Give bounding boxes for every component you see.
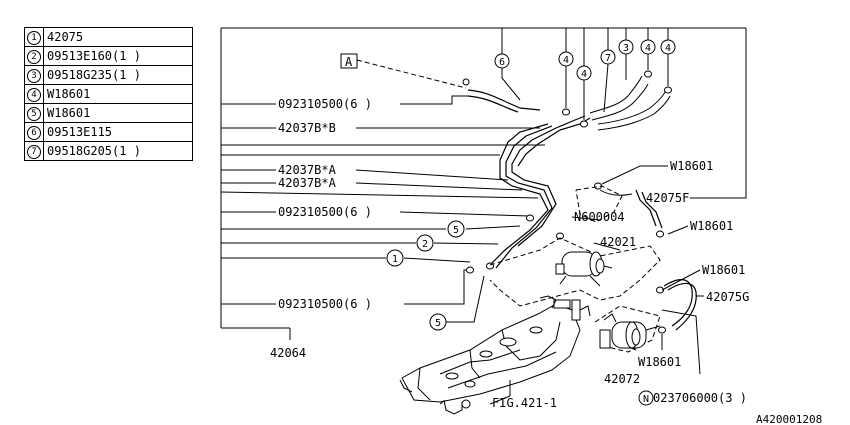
callout-a-leader	[356, 59, 467, 89]
label-w18601-d: W18601	[638, 355, 681, 369]
fuel-pump-42021	[555, 251, 613, 287]
fuel-tank-42064	[399, 299, 591, 415]
fuel-filter-42072	[599, 321, 661, 349]
callout-7-label: 7	[605, 53, 611, 64]
callout-circle-3	[618, 39, 634, 55]
legend-index-circle: 4	[27, 88, 41, 102]
mounting-bracket	[539, 295, 617, 323]
callout-circle-5a	[447, 220, 465, 238]
label-023706000: 023706000(3 )	[653, 391, 747, 405]
label-n600004: N600004	[574, 210, 625, 224]
right-leader-lines	[571, 165, 704, 375]
callout-circle-2	[416, 234, 434, 252]
label-w18601-a: W18601	[670, 159, 713, 173]
label-092310500-c: 092310500(6 )	[278, 297, 372, 311]
callout-circle-4d	[660, 39, 676, 55]
label-fig-421-1: FIG.421-1	[492, 396, 557, 410]
legend-index-cell: 3	[24, 65, 44, 85]
nut-n-callout-circle	[638, 390, 654, 406]
legend-index-circle: 2	[27, 50, 41, 64]
callout-4c-label: 4	[645, 43, 651, 54]
top-hoses	[589, 75, 671, 131]
callout-4d-label: 4	[665, 43, 671, 54]
label-w18601-b: W18601	[690, 219, 733, 233]
callout-5b-label: 5	[435, 318, 441, 329]
label-42072: 42072	[604, 372, 640, 386]
label-42037b-a-1: 42037B*A	[278, 163, 337, 177]
label-42064: 42064	[270, 346, 306, 360]
diagram-frame	[220, 27, 747, 340]
callout-4a-label: 4	[563, 55, 569, 66]
legend-part-code: 09518G235(1 )	[43, 65, 193, 85]
label-42075f: 42075F	[646, 191, 689, 205]
callout-1-label: 1	[392, 254, 398, 265]
label-092310500-b: 092310500(6 )	[278, 205, 372, 219]
label-42037b-a-2: 42037B*A	[278, 176, 337, 190]
legend-index-circle: 5	[27, 107, 41, 121]
callout-2-label: 2	[422, 239, 428, 250]
legend-index-cell: 7	[24, 141, 44, 161]
callout-a-label: A	[345, 55, 353, 69]
callout-5a-label: 5	[453, 225, 459, 236]
nut-n-callout-label: N	[643, 394, 649, 405]
label-w18601-c: W18601	[702, 263, 745, 277]
reference-code: A420001208	[756, 413, 822, 425]
clamps	[462, 70, 672, 334]
callout-circle-7	[600, 49, 616, 65]
label-42021: 42021	[600, 235, 636, 249]
callout-circle-5b	[429, 313, 447, 331]
callout-3-label: 3	[623, 43, 629, 54]
callout-circle-6	[494, 53, 510, 69]
callout-circle-4c	[640, 39, 656, 55]
callout-circle-1	[386, 249, 404, 267]
legend-index-circle: 6	[27, 126, 41, 140]
top-callout-leaders	[501, 28, 669, 120]
legend-part-code: 09518G205(1 )	[43, 141, 193, 161]
left-leader-lines	[220, 95, 545, 323]
label-42037b-b: 42037B*B	[278, 121, 336, 135]
label-092310500-a: 092310500(6 )	[278, 97, 372, 111]
callout-circle-4b	[576, 65, 592, 81]
legend-index-circle: 1	[27, 31, 41, 45]
legend-index-circle: 7	[27, 145, 41, 159]
callout-circle-4a	[558, 51, 574, 67]
callout-a-box	[340, 53, 358, 69]
legend-index-circle: 3	[27, 69, 41, 83]
callout-4b-label: 4	[581, 69, 587, 80]
callout-6-label: 6	[499, 57, 505, 68]
label-42075g: 42075G	[706, 290, 749, 304]
